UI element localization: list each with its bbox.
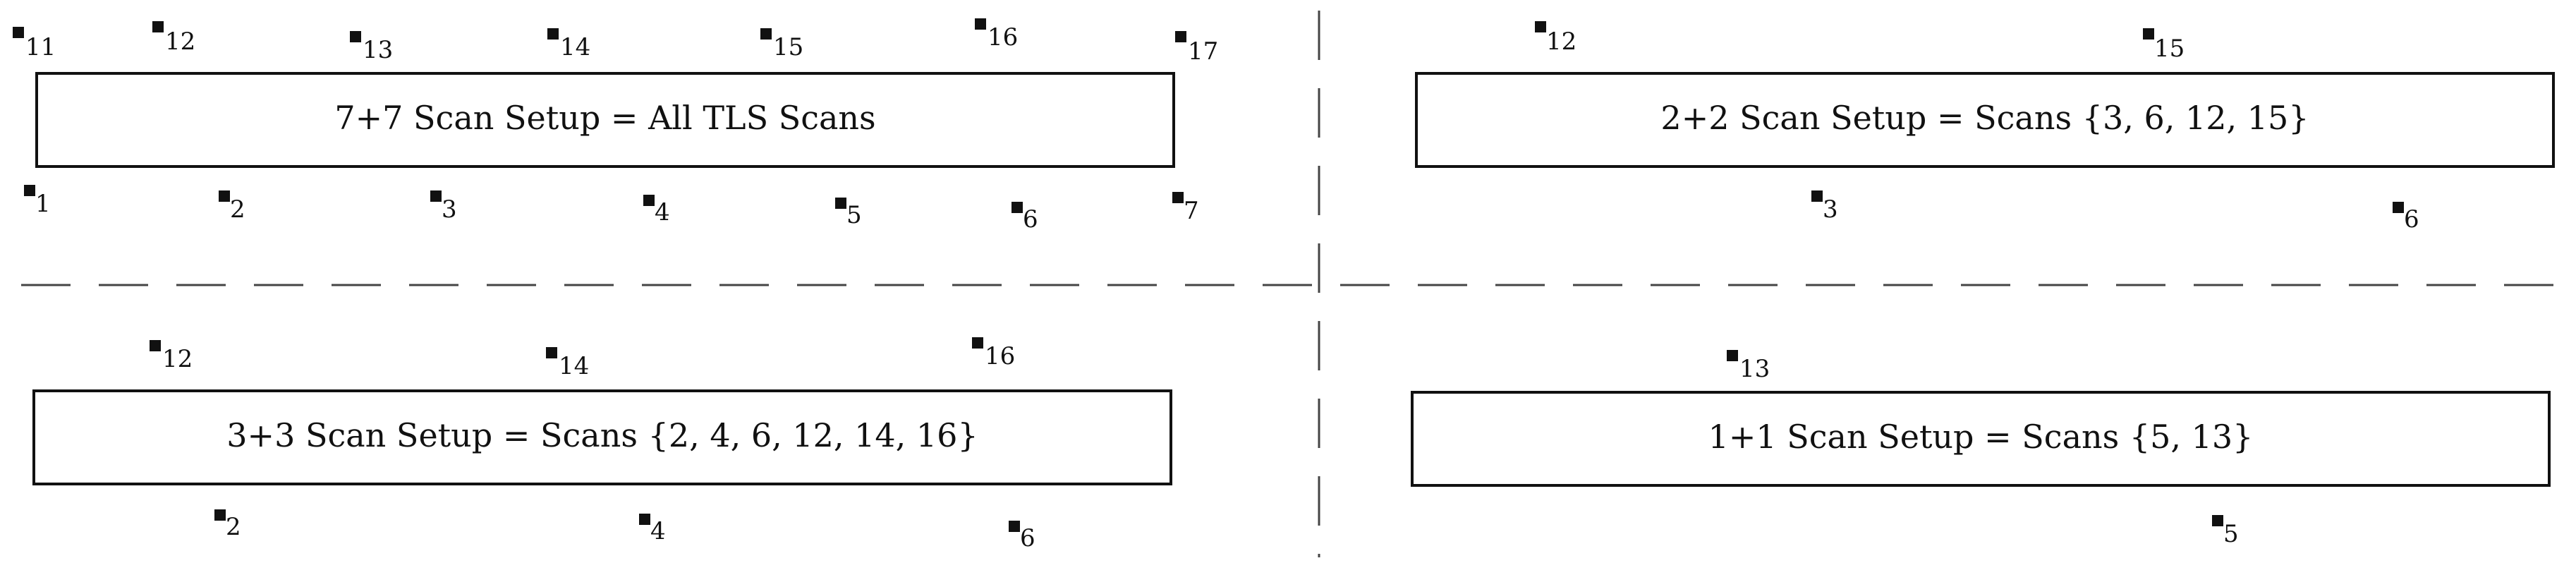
scan-marker — [2393, 202, 2404, 213]
scan-setup-title: 7+7 Scan Setup = All TLS Scans — [334, 99, 875, 137]
scan-marker — [152, 21, 164, 32]
scan-setup-box — [32, 389, 1172, 485]
scan-label: 15 — [2154, 35, 2185, 63]
scan-label: 11 — [25, 33, 56, 61]
scan-marker — [1011, 202, 1023, 213]
panel-2x2: 2+2 Scan Setup = Scans {3, 6, 12, 15} 12… — [1415, 21, 2555, 234]
scan-marker — [2212, 515, 2223, 526]
scan-marker — [24, 185, 35, 196]
scan-setup-title: 2+2 Scan Setup = Scans {3, 6, 12, 15} — [1660, 99, 2309, 137]
scan-marker — [219, 190, 230, 202]
scan-setup-title: 1+1 Scan Setup = Scans {5, 13} — [1708, 418, 2254, 456]
scan-label: 6 — [1023, 205, 1038, 234]
scan-marker — [643, 195, 655, 206]
scan-label: 14 — [560, 33, 590, 61]
scan-marker — [1727, 350, 1738, 361]
scan-marker — [1009, 521, 1020, 532]
scan-label: 13 — [363, 36, 393, 64]
scan-setup-box — [1415, 72, 2555, 168]
panel-7x7: 7+7 Scan Setup = All TLS Scans 11 12 13 … — [13, 18, 1218, 234]
scan-setup-box — [35, 72, 1175, 168]
scan-label: 16 — [985, 342, 1015, 370]
scan-label: 6 — [2404, 205, 2419, 234]
scan-label: 12 — [1546, 28, 1576, 56]
scan-marker — [350, 31, 361, 42]
scan-marker — [639, 514, 650, 525]
scan-label: 4 — [650, 517, 666, 545]
scan-marker — [430, 190, 442, 202]
panel-3x3: 3+3 Scan Setup = Scans {2, 4, 6, 12, 14,… — [32, 337, 1172, 552]
scan-label: 17 — [1188, 37, 1218, 66]
scan-label: 14 — [559, 352, 589, 380]
scan-marker — [547, 28, 559, 40]
scan-marker — [975, 18, 986, 30]
scan-marker — [835, 198, 846, 209]
scan-label: 12 — [165, 28, 195, 56]
scan-label: 1 — [35, 190, 51, 218]
scan-marker — [1172, 192, 1184, 203]
scan-marker — [1811, 190, 1823, 202]
scan-label: 3 — [442, 195, 457, 224]
scan-label: 15 — [773, 33, 803, 61]
scan-marker — [1175, 31, 1186, 42]
scan-marker — [214, 509, 226, 521]
scan-label: 7 — [1184, 197, 1199, 225]
scan-label: 2 — [226, 513, 241, 541]
scan-marker — [760, 28, 772, 40]
scan-setup-box — [1411, 391, 2551, 487]
scan-label: 5 — [2223, 520, 2239, 548]
scan-label: 6 — [1020, 524, 1035, 552]
scan-marker — [150, 340, 161, 351]
scan-marker — [1535, 21, 1546, 32]
scan-label: 3 — [1823, 195, 1838, 224]
scan-label: 13 — [1739, 355, 1770, 383]
scan-label: 4 — [655, 198, 670, 226]
scan-marker — [13, 27, 24, 38]
panel-1x1: 1+1 Scan Setup = Scans {5, 13} 13 5 — [1411, 350, 2551, 548]
scan-label: 2 — [230, 195, 245, 224]
scan-marker — [972, 337, 983, 349]
scan-label: 12 — [162, 345, 193, 373]
scan-label: 5 — [846, 201, 862, 229]
scan-marker — [546, 347, 557, 358]
scan-setup-title: 3+3 Scan Setup = Scans {2, 4, 6, 12, 14,… — [226, 416, 978, 454]
scan-label: 16 — [988, 23, 1018, 52]
scan-marker — [2143, 28, 2154, 40]
